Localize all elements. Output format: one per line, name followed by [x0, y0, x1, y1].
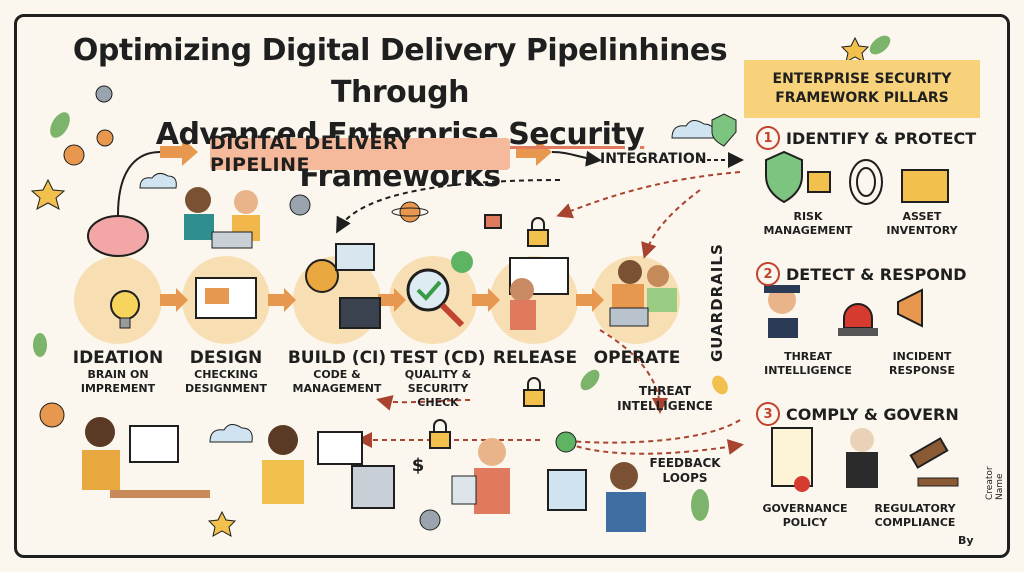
risk-management-label: RISK MANAGEMENT: [752, 210, 864, 238]
regulatory-compliance-label: REGULATORY COMPLIANCE: [862, 502, 968, 530]
feedback-line-2: LOOPS: [662, 471, 708, 485]
stage-sub-3: CHECK: [417, 396, 459, 409]
decorations: [30, 35, 891, 537]
release-icon: [509, 257, 569, 330]
build-icon: [305, 243, 381, 329]
pillar-2-title: 2 DETECT & RESPOND: [756, 262, 967, 286]
stage-test: TEST (CD) QUALITY & SECURITY CHECK: [388, 348, 488, 410]
stage-sub-2: MANAGEMENT: [292, 382, 382, 395]
dollar-symbol: $: [411, 455, 425, 476]
stage-name: TEST (CD): [390, 348, 486, 368]
asset-inventory-label: ASSET INVENTORY: [872, 210, 972, 238]
signature: By: [958, 534, 974, 547]
pipeline-banner: DIGITAL DELIVERY PIPELINE: [210, 132, 510, 176]
label-line-2: INVENTORY: [886, 224, 958, 237]
stage-name: DESIGN: [189, 348, 263, 368]
pillar-icons: [764, 150, 959, 492]
label-line-1: REGULATORY: [874, 502, 956, 515]
integration-arrow: [551, 150, 602, 167]
pillar-1-title: 1 IDENTIFY & PROTECT: [756, 126, 976, 150]
guardrails-label: GUARDRAILS: [708, 243, 726, 362]
pillar-1-number: 1: [756, 126, 780, 150]
stage-name: RELEASE: [492, 348, 578, 368]
team-laptop-illustration: [184, 187, 260, 249]
pillars-header: ENTERPRISE SECURITY FRAMEWORK PILLARS: [744, 60, 980, 118]
label-line-1: ASSET: [902, 210, 942, 223]
title-word-security: Security: [508, 117, 645, 152]
pillars-header-line-1: ENTERPRISE SECURITY: [772, 71, 952, 87]
label-line-2: POLICY: [782, 516, 828, 529]
feedback-line-1: FEEDBACK: [649, 456, 721, 470]
stage-sub-2: IMPREMENT: [80, 382, 156, 395]
stage-sub-1: QUALITY &: [404, 368, 472, 381]
governance-policy-label: GOVERNANCE POLICY: [752, 502, 858, 530]
stage-sub-2: DESIGNMENT: [184, 382, 268, 395]
label-line-1: GOVERNANCE: [762, 502, 848, 515]
pillar-3-title: 3 COMPLY & GOVERN: [756, 402, 959, 426]
bottom-workers-illustration: [82, 417, 646, 532]
title-line-1: Optimizing Digital Delivery Pipelinhines…: [72, 33, 728, 110]
creator-name: Creator Name: [985, 466, 1005, 500]
pillar-3-number: 3: [756, 402, 780, 426]
design-icon: [195, 277, 257, 319]
stage-name: OPERATE: [593, 348, 681, 368]
label-line-2: COMPLIANCE: [874, 516, 956, 529]
incident-response-label: INCIDENT RESPONSE: [872, 350, 972, 378]
label-line-2: INTELLIGENCE: [764, 364, 852, 377]
integration-label: INTEGRATION: [600, 151, 707, 167]
pillars-header-line-2: FRAMEWORK PILLARS: [775, 90, 949, 106]
stage-design: DESIGN CHECKING DESIGNMENT: [176, 348, 276, 396]
stage-sub-1: BRAIN ON: [87, 368, 149, 381]
ideation-icon: [87, 215, 149, 329]
pillar-1-title-text: IDENTIFY & PROTECT: [786, 128, 977, 148]
pillar-2-title-text: DETECT & RESPOND: [786, 264, 967, 284]
lock-icons: [429, 214, 549, 449]
stage-sub-2: SECURITY: [407, 382, 469, 395]
label-line-2: MANAGEMENT: [763, 224, 853, 237]
label-line-1: THREAT: [784, 350, 832, 363]
stage-sub-1: CODE &: [313, 368, 361, 381]
threat-intelligence-label: THREAT INTELLIGENCE: [752, 350, 864, 378]
ideation-curve-arrow: [117, 151, 161, 216]
threat-line-1: THREAT: [638, 384, 692, 398]
feedback-loops-note: FEEDBACK LOOPS: [640, 456, 730, 486]
threat-line-2: INTELLIGENCE: [617, 399, 713, 413]
pillar-2-number: 2: [756, 262, 780, 286]
label-line-1: RISK: [793, 210, 823, 223]
operate-icon: [609, 260, 677, 327]
stage-release: RELEASE: [490, 348, 580, 368]
test-icon: [406, 251, 473, 328]
check-badge: [555, 431, 577, 453]
label-line-2: RESPONSE: [889, 364, 955, 377]
threat-intelligence-note: THREAT INTELLIGENCE: [610, 384, 720, 414]
stage-name: IDEATION: [72, 348, 164, 368]
stage-sub-1: CHECKING: [194, 368, 258, 381]
flow-arrows: [160, 138, 604, 312]
stage-operate: OPERATE: [592, 348, 682, 368]
label-line-1: INCIDENT: [892, 350, 952, 363]
stage-name: BUILD (CI): [287, 348, 387, 368]
pillar-3-title-text: COMPLY & GOVERN: [786, 404, 959, 424]
stage-build: BUILD (CI) CODE & MANAGEMENT: [282, 348, 392, 396]
stage-ideation: IDEATION BRAIN ON IMPREMENT: [68, 348, 168, 396]
